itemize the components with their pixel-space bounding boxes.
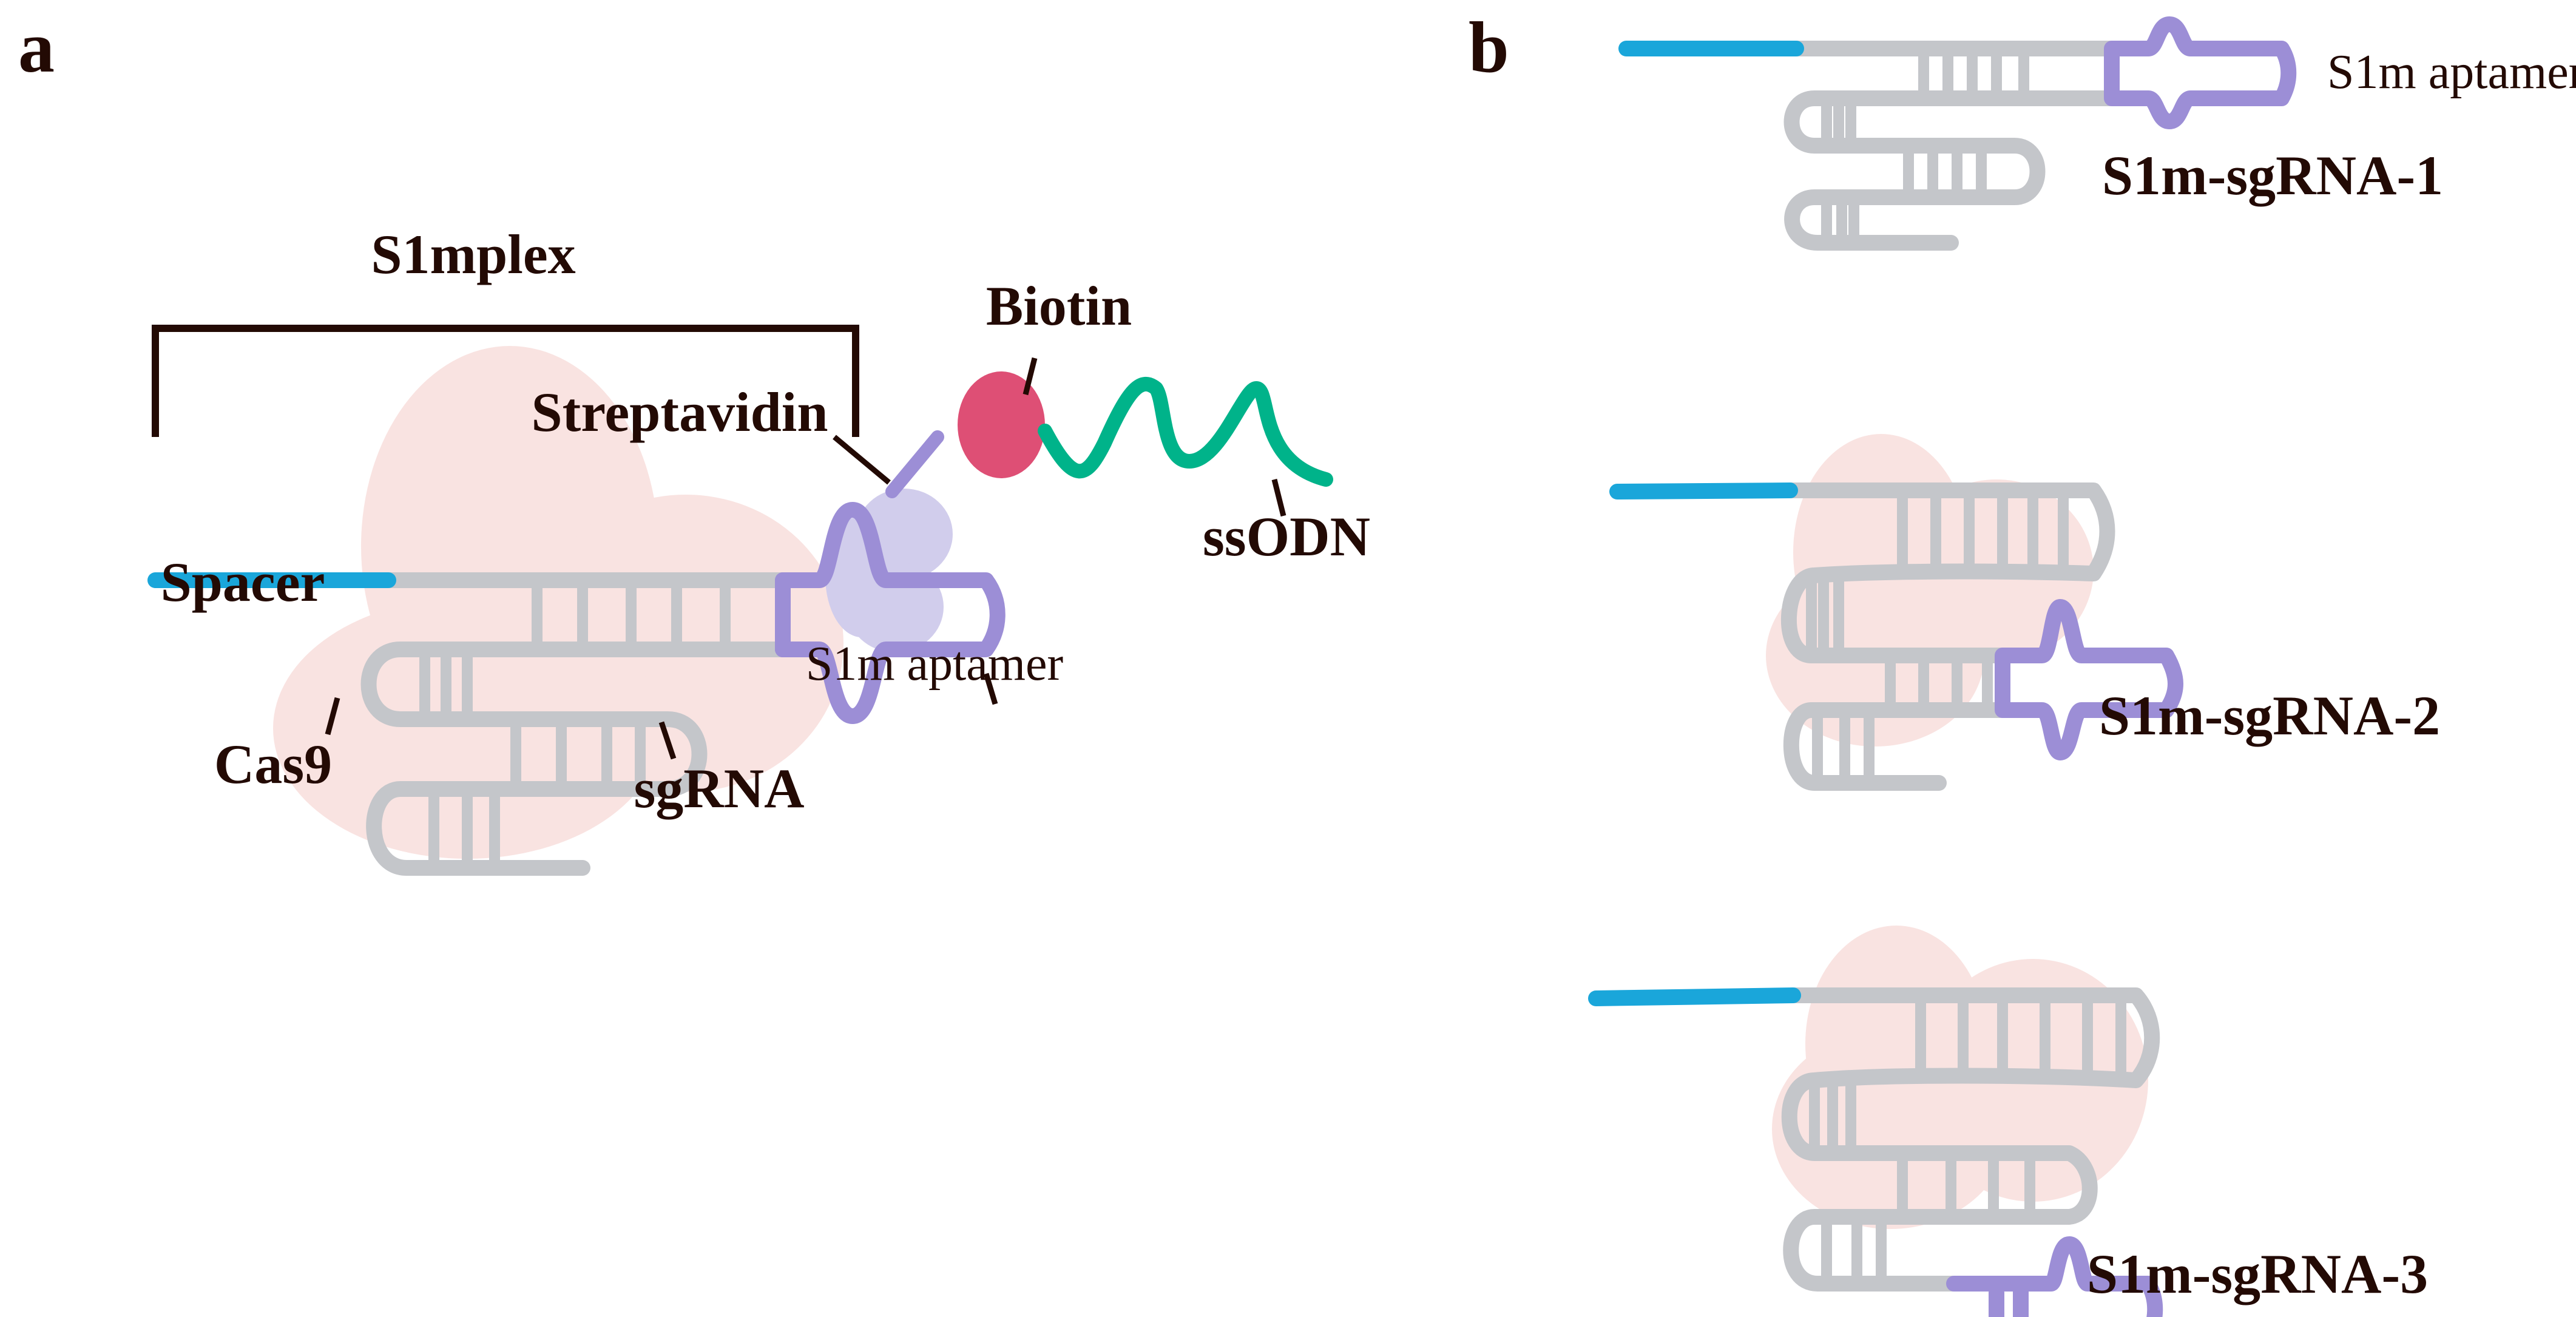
spacer-strand bbox=[1588, 987, 1801, 1006]
cas9-pointer bbox=[325, 697, 340, 736]
sgrna-label: sgRNA bbox=[634, 757, 804, 819]
linker bbox=[885, 430, 944, 498]
construct-s1m-sgrna-2: S1m-sgRNA-2 bbox=[1609, 434, 2440, 791]
s1m-aptamer-label-b: S1m aptamer bbox=[2327, 46, 2576, 99]
biotin-label: Biotin bbox=[986, 275, 1132, 337]
streptavidin-label: Streptavidin bbox=[531, 381, 828, 443]
streptavidin-pointer bbox=[833, 435, 891, 485]
biotin-pointer bbox=[1023, 357, 1038, 396]
panel-b-label: b bbox=[1469, 7, 1509, 87]
base-pairs bbox=[419, 580, 731, 868]
s1mplex-title: S1mplex bbox=[371, 223, 575, 285]
base-pairs bbox=[1806, 490, 2069, 783]
panel-a-label: a bbox=[18, 7, 55, 87]
construct-label: S1m-sgRNA-2 bbox=[2099, 685, 2440, 747]
s1m-aptamer bbox=[1946, 1236, 2163, 1317]
biotin-bead bbox=[958, 371, 1045, 478]
spacer-label: Spacer bbox=[161, 551, 325, 613]
base-pairs bbox=[1809, 995, 2126, 1284]
s1m-aptamer-label-a: S1m aptamer bbox=[806, 637, 1063, 691]
cas9-label: Cas9 bbox=[214, 733, 332, 795]
construct-s1m-sgrna-3: S1m-sgRNA-3 bbox=[1588, 926, 2428, 1317]
sgrna-fold-lower bbox=[1783, 702, 2010, 791]
s1m-aptamer bbox=[2104, 16, 2297, 129]
construct-label: S1m-sgRNA-3 bbox=[2087, 1243, 2428, 1305]
sgrna-pointer bbox=[658, 721, 677, 760]
ssodn-pointer bbox=[1271, 478, 1286, 517]
ssodn-label: ssODN bbox=[1203, 506, 1370, 567]
s1m-aptamer bbox=[1995, 599, 2183, 760]
base-pairs bbox=[1821, 49, 2029, 243]
sgrna-fold bbox=[360, 642, 791, 876]
ssodn-strand bbox=[1038, 377, 1333, 487]
construct-label: S1m-sgRNA-1 bbox=[2102, 144, 2443, 206]
sgrna-fold-upper bbox=[1781, 482, 2115, 663]
aptamer-pointer bbox=[983, 672, 998, 705]
sgrna-fold bbox=[1783, 90, 2120, 251]
s1mplex-bracket bbox=[152, 325, 859, 437]
sgrna-fold bbox=[1781, 987, 2160, 1292]
construct-s1m-sgrna-1: S1m aptamer S1m-sgRNA-1 bbox=[1618, 16, 2576, 251]
sgrna-structure-a bbox=[360, 572, 791, 876]
s1m-aptamer-a bbox=[775, 502, 1006, 724]
spacer-strand bbox=[1609, 482, 1798, 499]
